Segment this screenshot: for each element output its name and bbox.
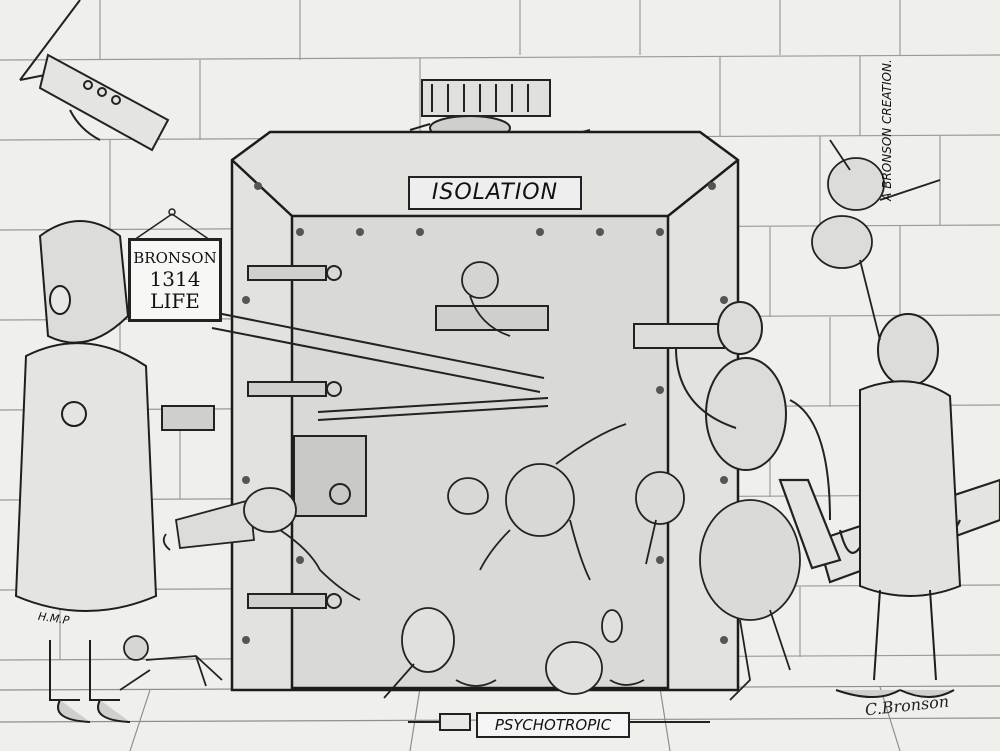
sign-line-3: LIFE (150, 288, 200, 313)
horn-egg-creature (162, 487, 361, 601)
bronson-life-sign: BRONSON 1314 LIFE (128, 238, 222, 322)
pipe-head-figure (633, 301, 831, 521)
sign-line-1: BRONSON (133, 248, 217, 267)
hanging-sign-wire (133, 208, 211, 241)
eggs (383, 607, 645, 699)
sign-line-2: 1314 (149, 266, 201, 291)
ostrich-creature (635, 471, 801, 701)
crawling-figure (119, 635, 223, 691)
guard-figure (835, 313, 962, 698)
prisoner-left (14, 220, 158, 723)
flying-heads (447, 423, 627, 581)
bird-figure (461, 261, 511, 337)
door-bolts (161, 265, 549, 609)
syringe (408, 713, 710, 731)
isolation-sign: ISOLATION (408, 176, 582, 210)
psychotropic-label: PSYCHOTROPIC (476, 712, 630, 738)
cctv-camera (19, 0, 170, 152)
bird-chain (211, 311, 549, 421)
artist-credit: A BRONSON CREATION. (880, 59, 894, 201)
falling-figures (811, 139, 941, 341)
